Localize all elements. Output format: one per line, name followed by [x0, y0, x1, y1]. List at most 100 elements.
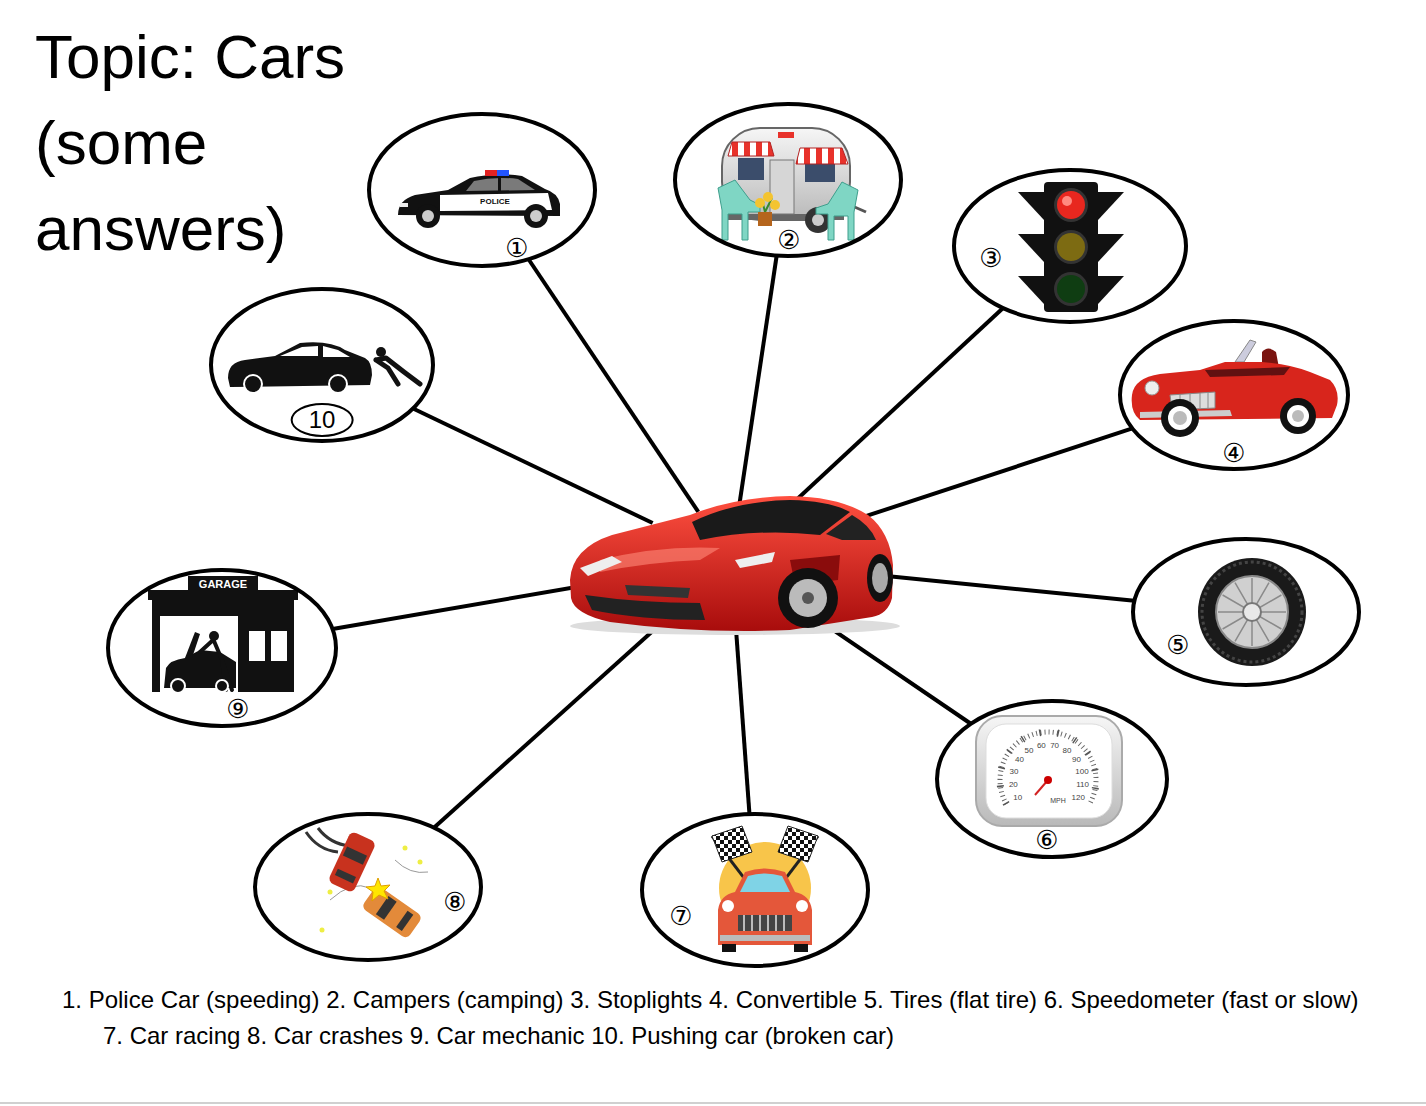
sports-car — [580, 556, 622, 576]
gauge-number: 50 — [1025, 747, 1034, 755]
title: Topic: Cars (some answers) — [35, 14, 395, 272]
camper-trailer — [796, 148, 848, 164]
car-crash — [361, 884, 423, 939]
traffic-light — [1098, 234, 1124, 262]
callout-number: ④ — [1222, 440, 1245, 466]
camper-trailer — [718, 180, 760, 240]
racing-car — [712, 826, 818, 952]
police-car — [497, 170, 509, 176]
gauge-number: 60 — [1037, 742, 1046, 750]
callout-number: ⑦ — [669, 903, 692, 929]
topic-circle: ③ — [952, 168, 1188, 324]
speedometer — [976, 716, 1122, 826]
car-crash — [361, 884, 423, 939]
camper-trailer — [763, 192, 773, 202]
traffic-light — [1057, 275, 1085, 303]
garage-building — [148, 590, 298, 600]
car-crash — [396, 911, 413, 931]
convertible-car — [1161, 399, 1199, 437]
convertible-car — [1280, 398, 1316, 434]
police-car — [498, 178, 501, 191]
connector-line — [824, 428, 1133, 530]
racing-car — [794, 944, 808, 952]
garage-building — [185, 632, 200, 658]
racing-car — [722, 900, 734, 912]
pushing-car — [329, 375, 347, 393]
traffic-light — [1044, 182, 1098, 312]
car-crash — [328, 890, 333, 895]
speedometer — [1000, 732, 1096, 804]
convertible-car — [1205, 367, 1290, 377]
traffic-light — [1018, 182, 1124, 312]
caption: 1. Police Car (speeding) 2. Campers (cam… — [62, 982, 1362, 1054]
car-crash — [306, 828, 428, 940]
garage-building — [148, 576, 298, 693]
gauge-number: 20 — [1009, 781, 1018, 789]
sports-car — [826, 515, 876, 540]
circle-outline — [253, 812, 483, 962]
traffic-light — [1057, 191, 1085, 219]
convertible-car — [1292, 410, 1304, 422]
callout-number: ⑥ — [1035, 827, 1058, 853]
gauge-number: 100 — [1075, 768, 1088, 776]
tire — [1243, 603, 1261, 621]
topic-circle: ① — [367, 112, 597, 268]
callout-number: ⑧ — [443, 889, 466, 915]
traffic-light — [1018, 192, 1044, 220]
callout-number: ③ — [979, 245, 1002, 271]
police-car — [466, 178, 535, 191]
topic-circle: ⑧ — [253, 812, 483, 962]
gauge-number: 70 — [1050, 742, 1059, 750]
garage-building — [152, 600, 294, 692]
hub-car — [565, 488, 897, 633]
gauge-unit: MPH — [1050, 797, 1066, 804]
police-car — [524, 204, 548, 228]
car-crash — [403, 846, 408, 851]
garage-building — [188, 576, 258, 591]
sports-car — [570, 496, 900, 635]
speedometer — [1044, 776, 1052, 784]
sports-car — [789, 579, 827, 617]
convertible-car — [1235, 340, 1256, 362]
circle-outline — [1131, 537, 1361, 687]
tire — [1198, 558, 1306, 666]
circle-outline — [106, 568, 338, 728]
car-crash — [335, 869, 356, 884]
police-car — [422, 210, 434, 222]
convertible-car — [1173, 411, 1187, 425]
convertible-car — [1287, 405, 1309, 427]
traffic-light — [1054, 272, 1088, 306]
pushing-car — [280, 346, 350, 357]
topic-circle: ⑥ — [935, 699, 1169, 859]
camper-trailer — [812, 214, 824, 226]
sports-car — [735, 552, 775, 568]
pushing-car — [228, 342, 420, 393]
traffic-light — [1054, 188, 1088, 222]
sports-car — [585, 595, 705, 620]
circle-outline — [108, 570, 336, 726]
racing-car — [718, 869, 812, 946]
garage-building — [248, 630, 266, 662]
pushing-car — [244, 375, 262, 393]
connector-line — [434, 606, 680, 828]
circle-outline — [675, 104, 901, 256]
car-crash — [320, 928, 325, 933]
gauge-number: 30 — [1010, 768, 1019, 776]
callout-number: ⑤ — [1166, 632, 1189, 658]
car-crash — [318, 828, 350, 846]
callout-number: 10 — [291, 403, 354, 437]
gauge-number: 40 — [1015, 756, 1024, 764]
tire — [1216, 576, 1288, 648]
traffic-light — [1057, 233, 1085, 261]
circle-outline — [954, 170, 1186, 322]
traffic-light — [1018, 234, 1044, 262]
camper-trailer — [816, 182, 858, 240]
sports-car — [778, 568, 838, 628]
speedometer — [1000, 732, 1096, 804]
camper-trailer — [770, 200, 780, 210]
traffic-light — [1098, 192, 1124, 220]
topic-circle: ④ — [1118, 319, 1350, 471]
car-crash — [343, 846, 367, 864]
